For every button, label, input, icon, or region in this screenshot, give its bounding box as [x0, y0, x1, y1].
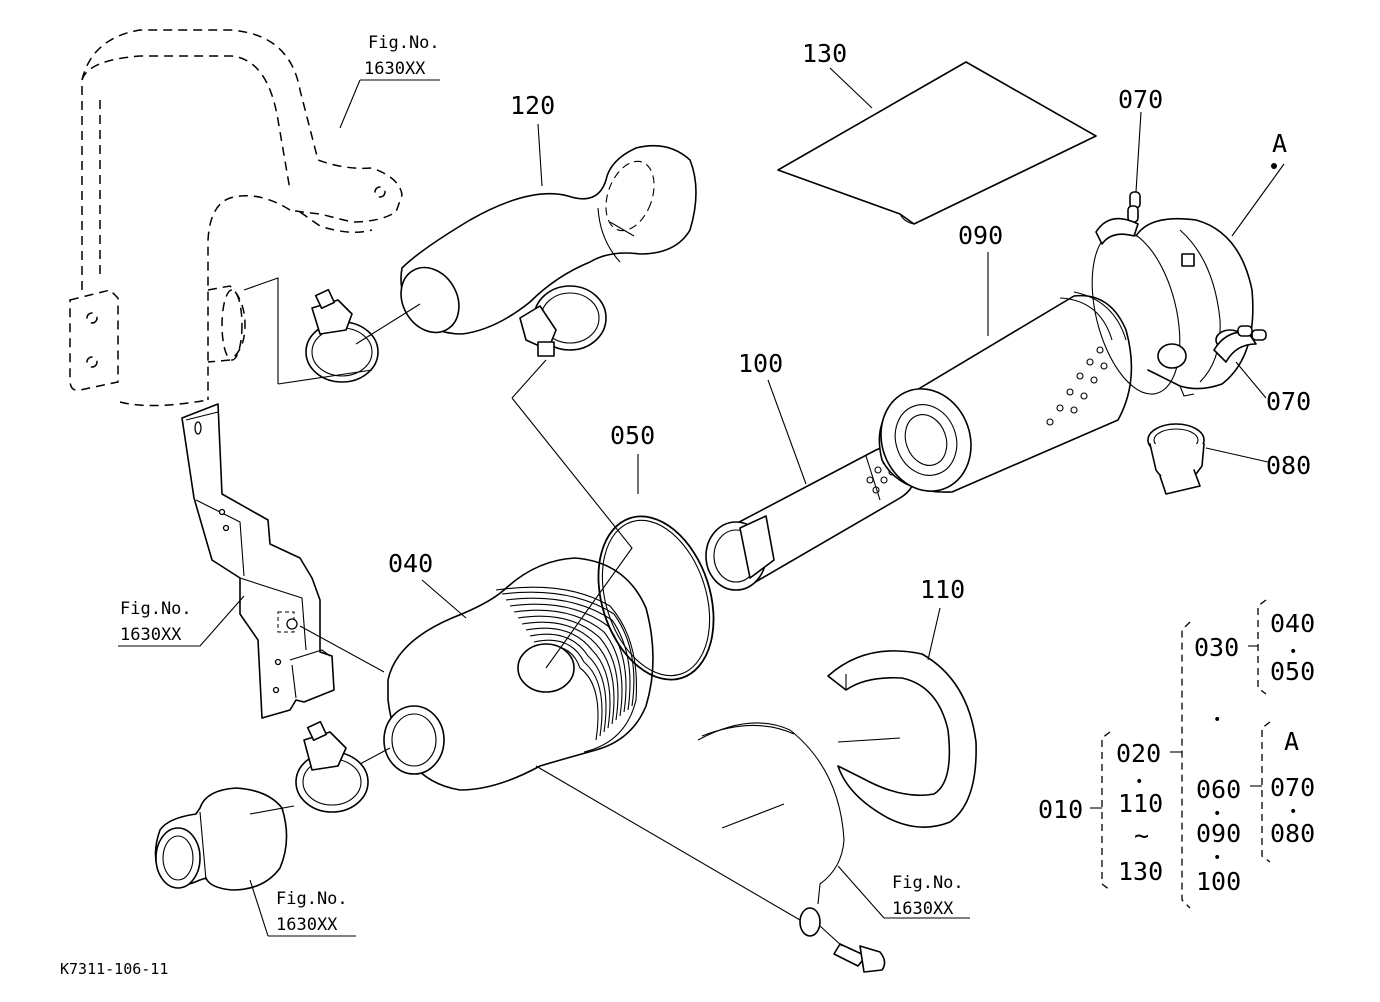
label-040: 040: [388, 549, 433, 578]
label-070-top: 070: [1118, 85, 1163, 114]
seal-ring-050: [597, 515, 715, 681]
part-labels: 120 130 070 A 090 100 070 050 080 040 11…: [388, 39, 1311, 604]
inner-element-100: [705, 445, 917, 591]
label-a: A: [1272, 129, 1287, 158]
evacuator-valve-080: [1147, 423, 1205, 495]
point-a-dot: [1271, 163, 1277, 169]
ref-4-number: 1630XX: [892, 899, 954, 919]
tree-130: 130: [1118, 857, 1163, 886]
tree-dot-6: •: [1289, 804, 1297, 820]
tree-dot-3: •: [1213, 806, 1221, 822]
tree-110: 110: [1118, 789, 1163, 818]
clip-070-side: [1213, 325, 1267, 363]
tree-090: 090: [1196, 819, 1241, 848]
outer-element-090: [878, 291, 1133, 493]
tree-dot-1: •: [1135, 774, 1143, 790]
intake-manifold: [69, 29, 403, 407]
tree-dot-2: •: [1213, 712, 1221, 728]
ref-2-title: Fig.No.: [120, 599, 192, 619]
label-080: 080: [1266, 451, 1311, 480]
assembly-lines: [243, 221, 901, 947]
ref-3-number: 1630XX: [276, 915, 338, 935]
mounting-bracket: [181, 403, 335, 719]
mounting-strap: [697, 722, 845, 937]
leader-lines: [118, 67, 1285, 937]
tree-a: A: [1284, 727, 1299, 756]
clip-070-top: [1095, 191, 1141, 245]
label-070-side: 070: [1266, 387, 1311, 416]
label-130: 130: [802, 39, 847, 68]
label-120: 120: [510, 91, 555, 120]
clamp-upper-middle: [519, 285, 607, 357]
bolt: [833, 943, 886, 973]
label-110: 110: [920, 575, 965, 604]
tree-030: 030: [1194, 633, 1239, 662]
ref-4-title: Fig.No.: [892, 873, 964, 893]
cleaner-ribs: [501, 591, 635, 741]
tree-100: 100: [1196, 867, 1241, 896]
tree-tilde: ~: [1134, 821, 1149, 850]
air-cleaner-body: [383, 557, 654, 791]
tree-020: 020: [1116, 739, 1161, 768]
tree-010: 010: [1038, 795, 1083, 824]
label-100: 100: [738, 349, 783, 378]
tree-050: 050: [1270, 657, 1315, 686]
clamp-lower-left: [295, 720, 369, 813]
drawing-code: K7311-106-11: [60, 960, 168, 978]
label-sheet-130: [777, 61, 1097, 225]
ref-1-title: Fig.No.: [368, 33, 440, 53]
tree-060: 060: [1196, 775, 1241, 804]
figure-refs: Fig.No. 1630XX Fig.No. 1630XX Fig.No. 16…: [120, 33, 964, 935]
band-110: [827, 650, 977, 828]
assembly-tree: 010 020 • 110 ~ 130 030 • 060 • 090 • 10…: [1038, 599, 1315, 909]
tree-040: 040: [1270, 609, 1315, 638]
ref-1-number: 1630XX: [364, 59, 426, 79]
inlet-reducer: [154, 787, 288, 891]
ref-2-number: 1630XX: [120, 625, 182, 645]
tree-dot-4: •: [1213, 850, 1221, 866]
label-090: 090: [958, 221, 1003, 250]
tree-dot-5: •: [1289, 644, 1297, 660]
tree-070: 070: [1270, 773, 1315, 802]
tree-080: 080: [1270, 819, 1315, 848]
clamp-upper-left: [305, 288, 379, 383]
ref-3-title: Fig.No.: [276, 889, 348, 909]
label-050: 050: [610, 421, 655, 450]
hose-120: [400, 144, 697, 335]
